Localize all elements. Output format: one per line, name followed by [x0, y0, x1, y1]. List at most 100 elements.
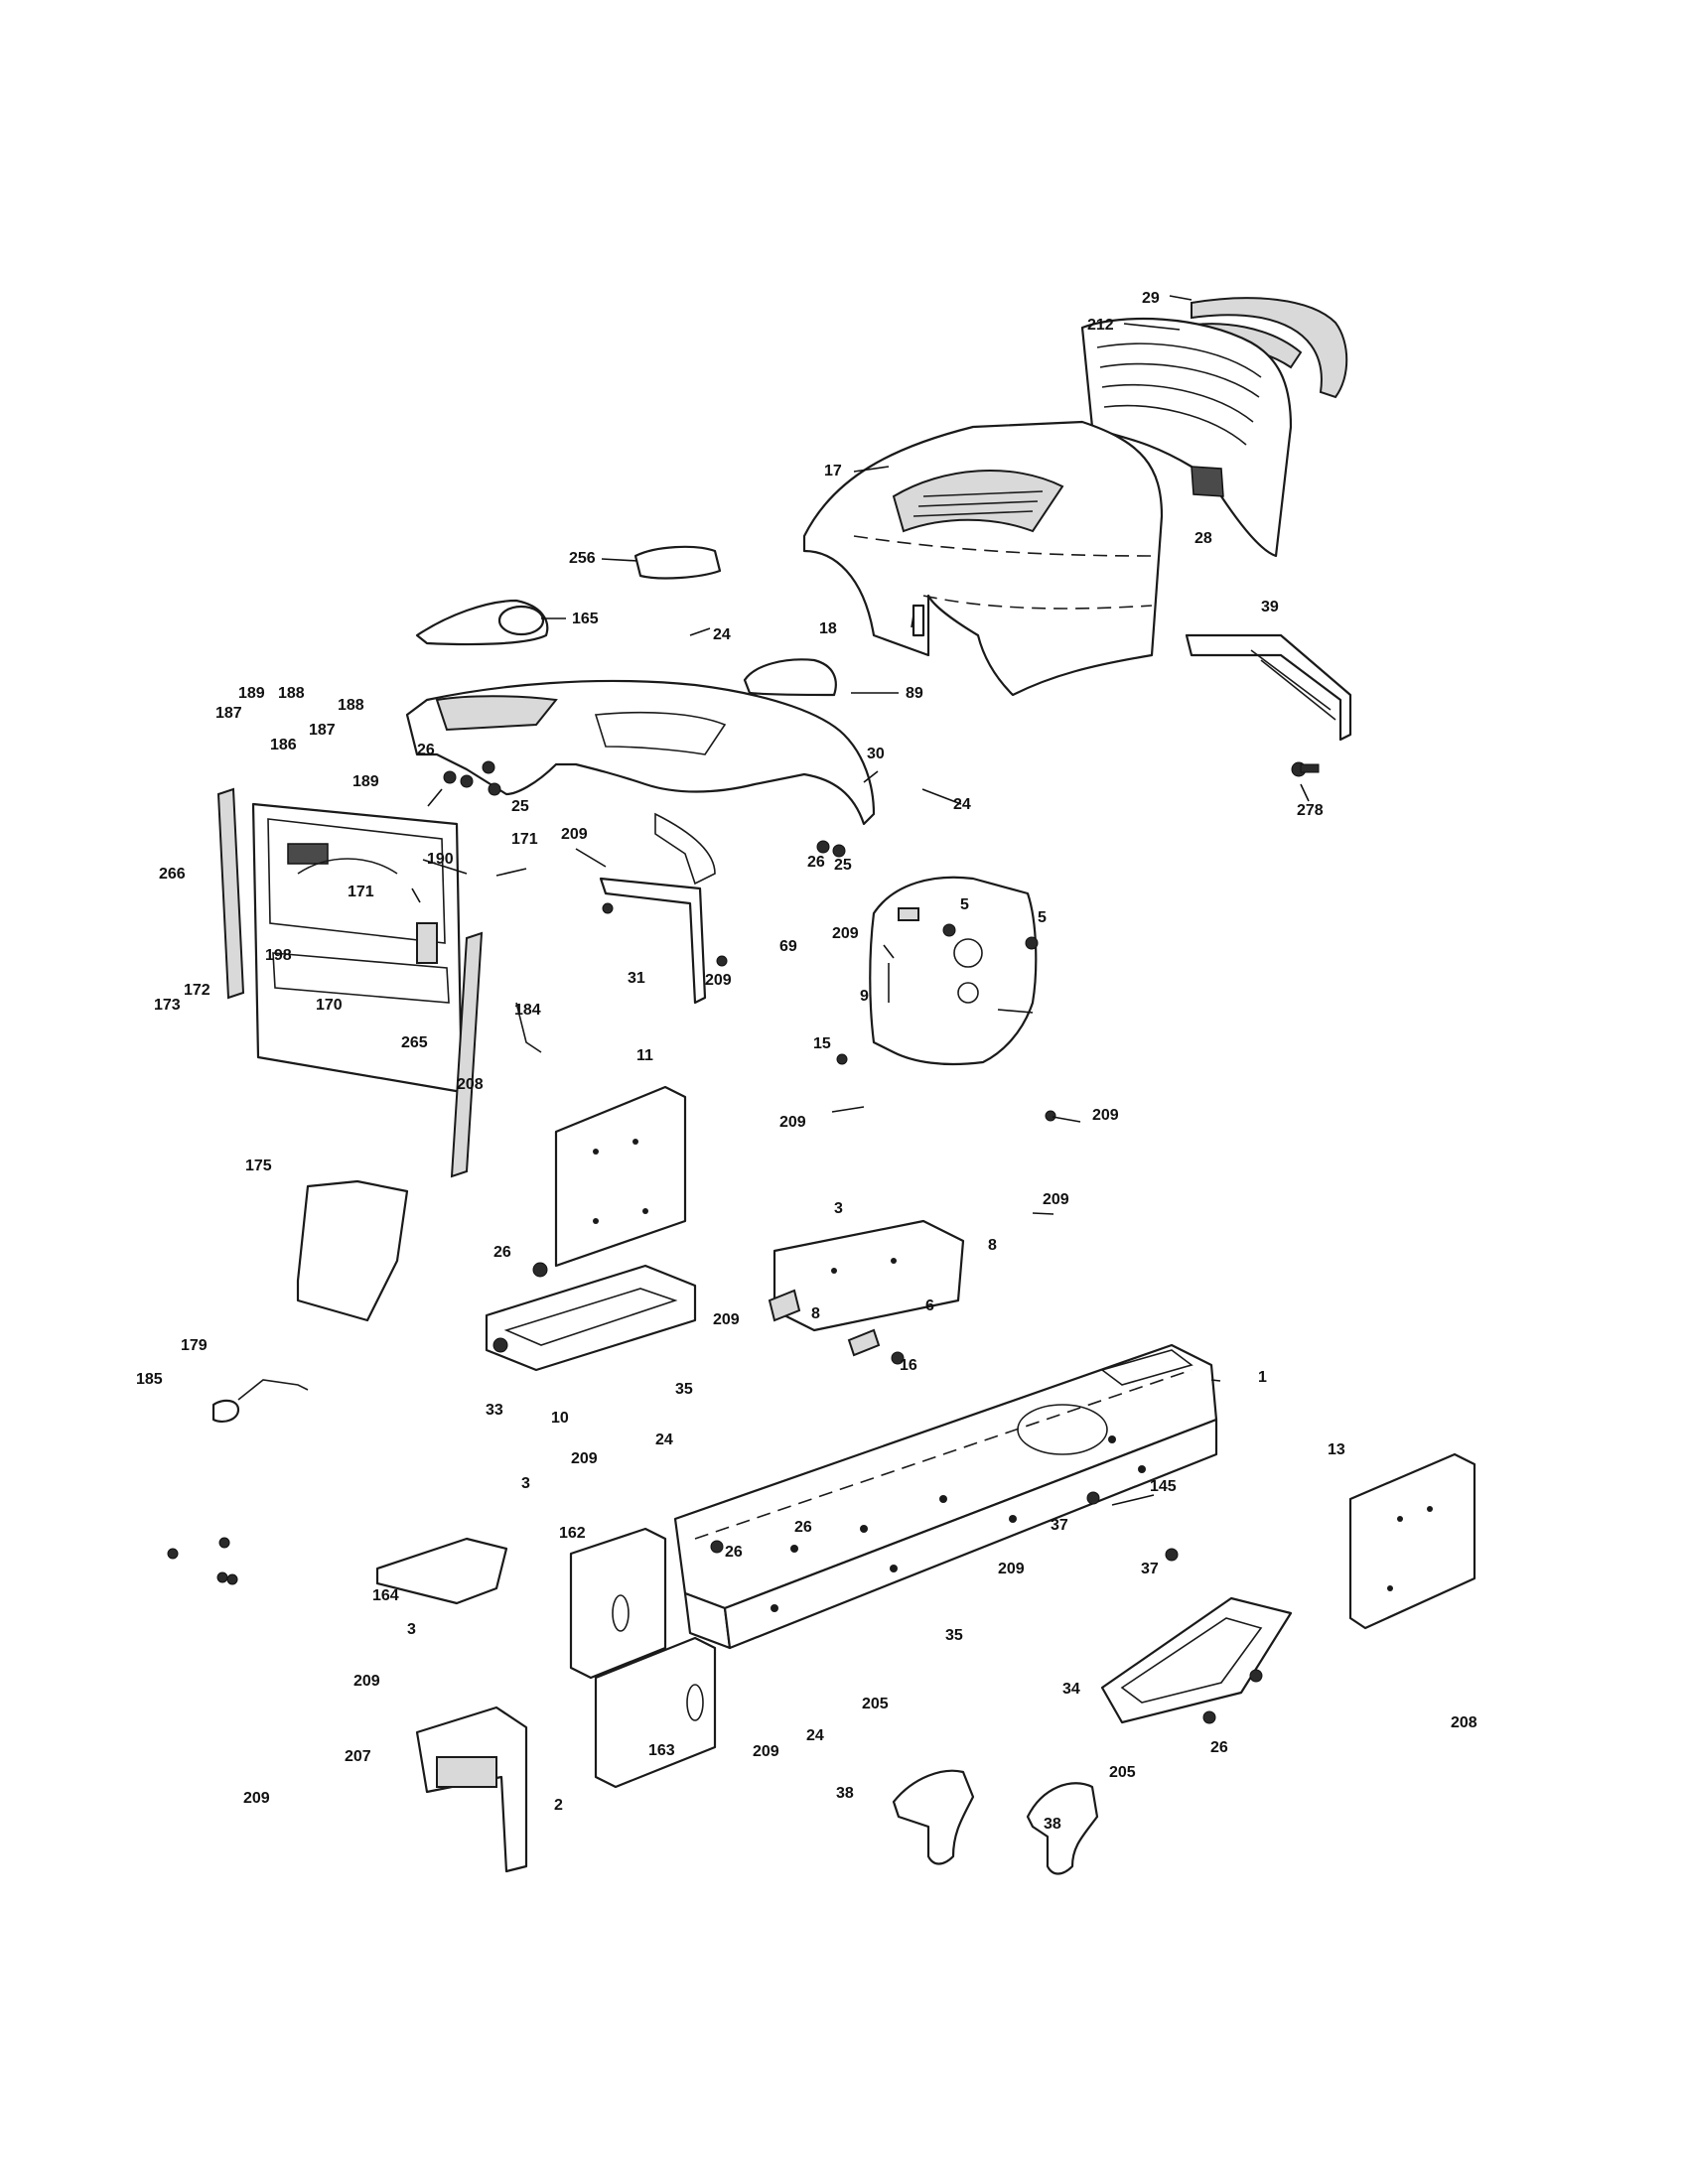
label-185: 185: [136, 1371, 163, 1388]
label-165: 165: [572, 611, 599, 627]
label-35a: 35: [675, 1381, 693, 1398]
label-33: 33: [486, 1402, 503, 1419]
screw-278: [1291, 761, 1320, 777]
label-209h: 209: [571, 1450, 598, 1467]
label-26c: 26: [493, 1244, 511, 1261]
label-38b: 38: [1044, 1816, 1061, 1833]
hood-trim-29: [1191, 297, 1348, 399]
label-6: 6: [925, 1297, 934, 1314]
label-26b: 26: [807, 854, 825, 871]
lever-179: [237, 1379, 309, 1401]
label-25a: 25: [511, 798, 529, 815]
plate-163: [594, 1636, 717, 1789]
label-26d: 26: [794, 1519, 812, 1536]
label-89: 89: [906, 685, 923, 702]
console-trim-266: [216, 787, 245, 1000]
label-209d: 209: [1092, 1107, 1119, 1124]
bracket-31: [599, 877, 707, 1005]
label-18: 18: [819, 620, 837, 637]
label-278: 278: [1297, 802, 1324, 819]
label-173: 173: [154, 997, 181, 1014]
label-39: 39: [1261, 599, 1279, 615]
label-17: 17: [824, 463, 842, 479]
label-186: 186: [270, 737, 297, 753]
label-184: 184: [514, 1002, 541, 1019]
label-24d: 24: [806, 1727, 824, 1744]
label-265: 265: [401, 1034, 428, 1051]
leader-lines: [411, 295, 1310, 1506]
label-187a: 187: [215, 705, 242, 722]
label-209e: 209: [779, 1114, 806, 1131]
fender-30: [405, 679, 876, 886]
label-179: 179: [181, 1337, 208, 1354]
footrest-34: [1100, 1596, 1293, 1724]
grille-28: [1080, 317, 1293, 558]
label-209a: 209: [561, 826, 588, 843]
label-28: 28: [1194, 530, 1212, 547]
label-26a: 26: [417, 742, 435, 758]
label-209i: 209: [998, 1561, 1025, 1577]
label-172: 172: [184, 982, 210, 999]
label-209l: 209: [243, 1790, 270, 1807]
label-3b: 3: [521, 1475, 530, 1492]
label-212: 212: [1087, 317, 1114, 334]
clip-8b: [847, 1328, 881, 1357]
fuel-tank-9: [869, 876, 1038, 1066]
label-8a: 8: [988, 1237, 997, 1254]
seat-pan-165: [415, 599, 549, 646]
cover-256: [633, 545, 722, 580]
label-207: 207: [345, 1748, 371, 1765]
label-11: 11: [636, 1047, 653, 1064]
label-10: 10: [551, 1410, 569, 1427]
label-24c: 24: [655, 1432, 673, 1448]
lever-184: [515, 1002, 542, 1053]
label-209c: 209: [705, 972, 732, 989]
label-5b: 5: [1038, 909, 1047, 926]
label-9: 9: [860, 988, 869, 1005]
label-208b: 208: [1451, 1714, 1477, 1731]
label-2: 2: [554, 1797, 563, 1814]
bracket-2: [415, 1706, 528, 1873]
side-panel-13: [1348, 1452, 1476, 1630]
label-15: 15: [813, 1035, 831, 1052]
label-26e: 26: [725, 1544, 743, 1561]
hood-17: [802, 420, 1164, 697]
plate-162: [569, 1527, 667, 1680]
label-209f: 209: [1043, 1191, 1069, 1208]
label-188b: 188: [338, 697, 364, 714]
label-38a: 38: [836, 1785, 854, 1802]
bracket-38a: [892, 1769, 975, 1865]
label-171b: 171: [348, 884, 374, 900]
label-24b: 24: [953, 796, 971, 813]
label-30: 30: [867, 746, 885, 762]
cover-89: [743, 658, 837, 697]
label-208a: 208: [457, 1076, 484, 1093]
label-190: 190: [427, 851, 454, 868]
hood-hinge-bracket-39: [1185, 633, 1352, 742]
label-163: 163: [648, 1742, 675, 1759]
label-26f: 26: [1210, 1739, 1228, 1756]
label-171a: 171: [511, 831, 538, 848]
shield-175: [296, 1179, 409, 1322]
label-16: 16: [900, 1357, 917, 1374]
tray-33: [485, 1264, 697, 1372]
label-25b: 25: [834, 857, 852, 874]
label-5a: 5: [960, 896, 969, 913]
label-3a: 3: [834, 1200, 843, 1217]
label-170: 170: [316, 997, 343, 1014]
label-209b: 209: [832, 925, 859, 942]
label-37b: 37: [1141, 1561, 1159, 1577]
label-209k: 209: [753, 1743, 779, 1760]
label-34: 34: [1062, 1681, 1080, 1698]
label-205a: 205: [862, 1696, 889, 1712]
label-35b: 35: [945, 1627, 963, 1644]
label-145: 145: [1150, 1478, 1177, 1495]
bracket-164: [375, 1537, 508, 1605]
hardware-group: [167, 760, 1263, 1724]
label-198: 198: [265, 947, 292, 964]
label-31: 31: [628, 970, 645, 987]
label-162: 162: [559, 1525, 586, 1542]
label-209j: 209: [353, 1673, 380, 1690]
label-189a: 189: [238, 685, 265, 702]
